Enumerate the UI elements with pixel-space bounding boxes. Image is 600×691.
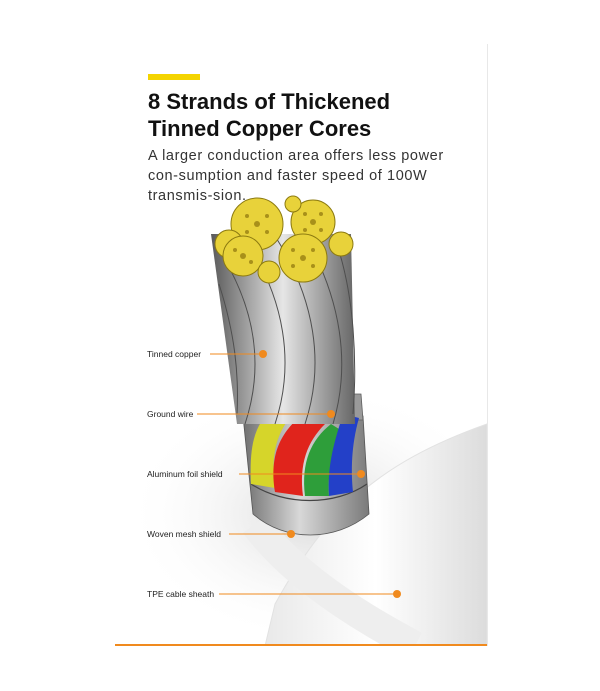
accent-bar [148, 74, 200, 80]
product-panel: 8 Strands of Thickened Tinned Copper Cor… [115, 44, 488, 646]
callout-aluminum-foil-shield: Aluminum foil shield [147, 469, 223, 479]
red-wire [273, 414, 325, 496]
callout-tpe-cable-sheath: TPE cable sheath [147, 589, 215, 599]
bottom-accent-line [115, 644, 487, 646]
leader-lines [197, 353, 395, 595]
description: A larger conduction area offers less pow… [148, 148, 444, 204]
mesh-seam [250, 483, 368, 502]
headline-line-1: 8 Strands of Thickened [148, 89, 391, 114]
headline: 8 Strands of Thickened Tinned Copper Cor… [148, 88, 478, 142]
callout-tinned-copper: Tinned copper [147, 349, 202, 359]
copper-strand-dots [233, 212, 323, 268]
strand-bundle [211, 234, 355, 424]
yellow-wire [250, 408, 291, 488]
leader-dots [259, 350, 401, 598]
sheath-shine [243, 514, 422, 646]
cable-cross-section-illustration [125, 195, 487, 646]
headline-line-2: Tinned Copper Cores [148, 116, 372, 141]
callout-ground-wire: Ground wire [147, 409, 194, 419]
blue-wire [328, 414, 359, 496]
callout-woven-mesh-shield: Woven mesh shield [147, 529, 222, 539]
